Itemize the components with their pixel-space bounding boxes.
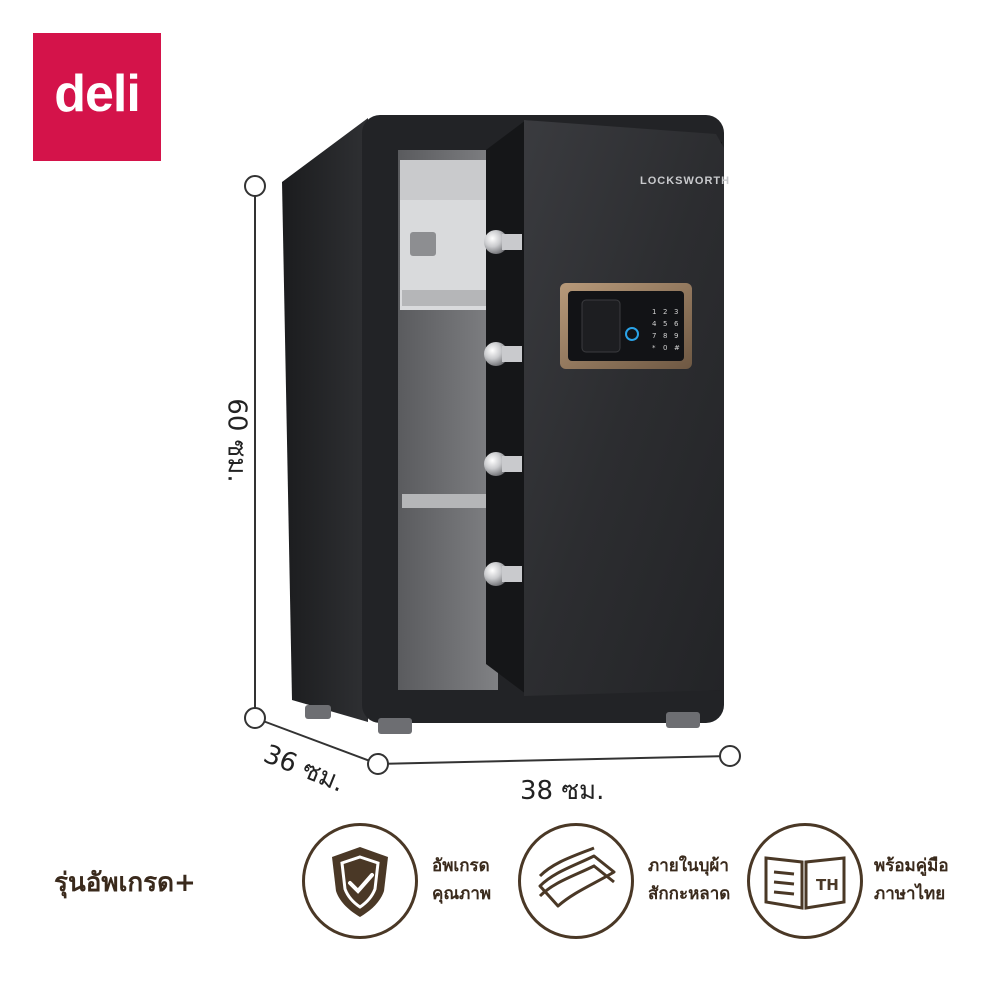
feature-badge-manual: TH bbox=[747, 823, 863, 939]
brand-logo: deli bbox=[33, 33, 161, 161]
keypad-key: 1 bbox=[652, 308, 656, 316]
keypad-key: * bbox=[652, 344, 656, 352]
locking-bolts bbox=[484, 230, 522, 586]
feature-text-quality: อัพเกรด คุณภาพ bbox=[432, 852, 491, 908]
feature-line: อัพเกรด bbox=[432, 856, 490, 876]
safe-foot bbox=[378, 718, 412, 734]
keypad-key: 0 bbox=[663, 344, 667, 352]
upper-shelf bbox=[402, 290, 496, 306]
manual-book-icon: TH bbox=[764, 856, 846, 910]
feature-text-lining: ภายในบุผ้า สักกะหลาด bbox=[648, 852, 730, 908]
safe-foot bbox=[666, 712, 700, 728]
dimension-marker-top bbox=[244, 175, 266, 197]
fingerprint-sensor-icon bbox=[625, 327, 639, 341]
dimension-marker-bottom-front bbox=[367, 753, 389, 775]
keypad-key: 7 bbox=[652, 332, 656, 340]
edition-label: รุ่นอัพเกรด+ bbox=[54, 868, 196, 898]
keypad-key: 2 bbox=[663, 308, 667, 316]
feature-line: สักกะหลาด bbox=[648, 884, 731, 904]
keypad-key: 6 bbox=[674, 320, 679, 328]
inner-drawer-lock bbox=[410, 232, 436, 256]
fabric-layers-icon bbox=[538, 846, 616, 908]
lower-shelf bbox=[402, 494, 496, 508]
safe-foot bbox=[305, 705, 331, 719]
dimension-marker-bottom-right bbox=[719, 745, 741, 767]
width-label: 38 ซม. bbox=[520, 776, 605, 806]
book-label: TH bbox=[816, 876, 839, 894]
feature-line: พร้อมคู่มือ bbox=[874, 856, 949, 876]
feature-line: ภาษาไทย bbox=[874, 884, 946, 904]
brand-logo-text: deli bbox=[54, 65, 141, 123]
feature-line: ภายในบุผ้า bbox=[648, 856, 729, 876]
keypad-key: # bbox=[674, 344, 680, 352]
keypad-key: 8 bbox=[663, 332, 667, 340]
feature-text-manual: พร้อมคู่มือ ภาษาไทย bbox=[874, 852, 949, 908]
dimension-marker-bottom-back bbox=[244, 707, 266, 729]
height-label: 60 ซม. bbox=[221, 398, 252, 483]
feature-line: คุณภาพ bbox=[432, 884, 492, 904]
feature-badge-lining bbox=[518, 823, 634, 939]
feature-badge-quality bbox=[302, 823, 418, 939]
keypad-key: 5 bbox=[663, 320, 667, 328]
keypad-key: 4 bbox=[652, 320, 657, 328]
keypad-key: 3 bbox=[674, 308, 678, 316]
keypad-key: 9 bbox=[674, 332, 678, 340]
door-brand-text: LOCKSWORTH bbox=[640, 175, 730, 187]
dimension-lines bbox=[244, 175, 741, 775]
shield-check-icon bbox=[332, 847, 388, 917]
